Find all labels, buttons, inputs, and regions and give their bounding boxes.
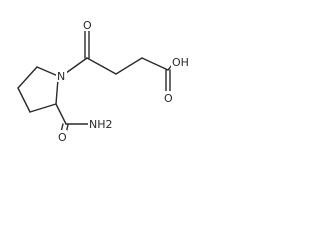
- ketone-oxygen-label: O: [83, 19, 92, 32]
- amide-carbonyl-oxygen-bg: [57, 130, 67, 142]
- bond-ring-c3-c4: [17, 87, 31, 113]
- bond-ring-c2-c3: [29, 103, 57, 113]
- ketone-oxygen-bg: [82, 18, 92, 31]
- bond-ring-c4-c5: [17, 66, 38, 89]
- bond-chain-3: [141, 57, 169, 71]
- acid-carbonyl-oxygen-bg: [163, 91, 173, 104]
- amide-carbonyl-oxygen-label: O: [58, 131, 67, 142]
- bond-chain-1: [86, 57, 117, 75]
- bond-ring-c5-n: [36, 66, 59, 77]
- bond-n-acyl-carbon: [65, 57, 88, 74]
- acid-hydroxyl-bg: [171, 55, 191, 68]
- amide-nitrogen-label: NH2: [89, 118, 113, 131]
- bond-chain-2: [115, 57, 143, 75]
- chemical-structure-diagram: N O OH O NH2 O: [17, 18, 191, 142]
- acid-carbonyl-oxygen-label: O: [164, 92, 173, 105]
- ring-nitrogen-bg: [56, 69, 67, 82]
- bond-ring-to-amide-carbon: [55, 103, 67, 125]
- bond-ring-n-c2: [55, 78, 59, 105]
- ring-nitrogen-label: N: [57, 70, 65, 83]
- structure-canvas: N O OH O NH2 O: [0, 0, 214, 142]
- amide-nitrogen-bg: [88, 117, 115, 130]
- acid-hydroxyl-label: OH: [172, 56, 189, 69]
